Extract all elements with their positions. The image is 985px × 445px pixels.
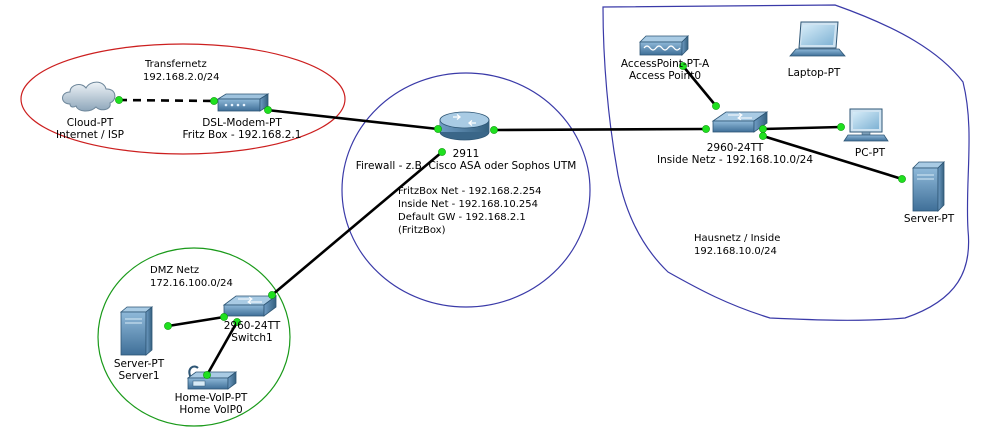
dmz-switch-model-label: 2960-24TT xyxy=(224,320,281,332)
cloud-model-label: Cloud-PT xyxy=(67,117,114,129)
router-icon[interactable] xyxy=(439,111,490,141)
pc-icon[interactable] xyxy=(843,108,889,142)
router-note-line: Inside Net - 192.168.10.254 xyxy=(398,199,538,210)
port-dot xyxy=(115,96,123,104)
router-note-line: (FritzBox) xyxy=(398,225,446,236)
router-name-label: Firewall - z.B. Cisco ASA oder Sophos UT… xyxy=(356,160,577,172)
link-accesspoint-switch xyxy=(681,65,718,107)
port-dot xyxy=(434,125,442,133)
inside-switch-name-label: Inside Netz - 192.168.10.0/24 xyxy=(657,154,813,166)
port-dot xyxy=(759,132,767,140)
dmz-switch-icon[interactable] xyxy=(222,295,278,317)
inside-server-icon[interactable] xyxy=(912,161,945,212)
port-dot xyxy=(490,126,498,134)
dmz-server-name-label: Server1 xyxy=(118,370,159,382)
port-dot xyxy=(264,106,272,114)
cloud-icon[interactable] xyxy=(62,81,116,112)
dmz-server-model-label: Server-PT xyxy=(114,358,165,370)
link-switch-pc xyxy=(762,125,842,131)
port-dot xyxy=(220,313,228,321)
dmz-switch-name-label: Switch1 xyxy=(231,332,272,344)
access-point-icon[interactable] xyxy=(639,35,689,56)
inside-switch-icon[interactable] xyxy=(711,111,769,133)
firewall-area xyxy=(341,72,591,308)
hausnetz-title: Hausnetz / Inside xyxy=(694,233,780,244)
dmz-server-icon[interactable] xyxy=(119,306,154,356)
voip-name-label: Home VoIP0 xyxy=(179,404,242,416)
voip-model-label: Home-VoIP-PT xyxy=(175,392,248,404)
link-cloud-modem xyxy=(118,98,215,103)
link-router-dmz-switch xyxy=(271,151,443,296)
port-status-dots xyxy=(115,62,906,379)
port-dot xyxy=(164,322,172,330)
link-dmz-switch-voip xyxy=(205,321,239,376)
transfernetz-subnet: 192.168.2.0/24 xyxy=(143,72,220,83)
dmz-title: DMZ Netz xyxy=(150,265,199,276)
port-dot xyxy=(712,102,720,110)
port-dot xyxy=(679,62,687,70)
inside-server-model-label: Server-PT xyxy=(904,213,955,225)
laptop-icon[interactable] xyxy=(789,21,846,57)
port-dot xyxy=(837,123,845,131)
pc-model-label: PC-PT xyxy=(855,147,886,159)
router-model-label: 2911 xyxy=(453,148,480,160)
modem-model-label: DSL-Modem-PT xyxy=(202,117,282,129)
dmz-area xyxy=(97,247,291,427)
port-dot xyxy=(759,125,767,133)
ap-name-label: Access Point0 xyxy=(629,70,701,82)
link-switch-server-inside xyxy=(762,134,903,181)
port-dot xyxy=(438,148,446,156)
link-router-inside-switch xyxy=(493,127,707,132)
port-dot xyxy=(233,318,241,326)
router-note-line: Default GW - 192.168.2.1 xyxy=(398,212,526,223)
transfernetz-title: Transfernetz xyxy=(144,59,207,70)
ap-model-label: AccessPoint-PT-A xyxy=(621,58,710,70)
hausnetz-area xyxy=(602,4,970,321)
modem-icon[interactable] xyxy=(216,93,270,112)
port-dot xyxy=(898,175,906,183)
link-modem-router xyxy=(266,108,439,131)
modem-name-label: Fritz Box - 192.168.2.1 xyxy=(183,129,302,141)
router-note-line: FritzBox Net - 192.168.2.254 xyxy=(398,186,542,197)
voip-icon[interactable] xyxy=(186,365,238,390)
dmz-subnet: 172.16.100.0/24 xyxy=(150,278,233,289)
hausnetz-subnet: 192.168.10.0/24 xyxy=(694,246,777,257)
transfernetz-area xyxy=(20,43,346,155)
laptop-model-label: Laptop-PT xyxy=(788,67,841,79)
link-server-dmz-switch xyxy=(167,315,225,328)
inside-switch-model-label: 2960-24TT xyxy=(707,142,764,154)
port-dot xyxy=(210,97,218,105)
port-dot xyxy=(702,125,710,133)
cloud-name-label: Internet / ISP xyxy=(56,129,124,141)
port-dot xyxy=(268,291,276,299)
port-dot xyxy=(203,371,211,379)
